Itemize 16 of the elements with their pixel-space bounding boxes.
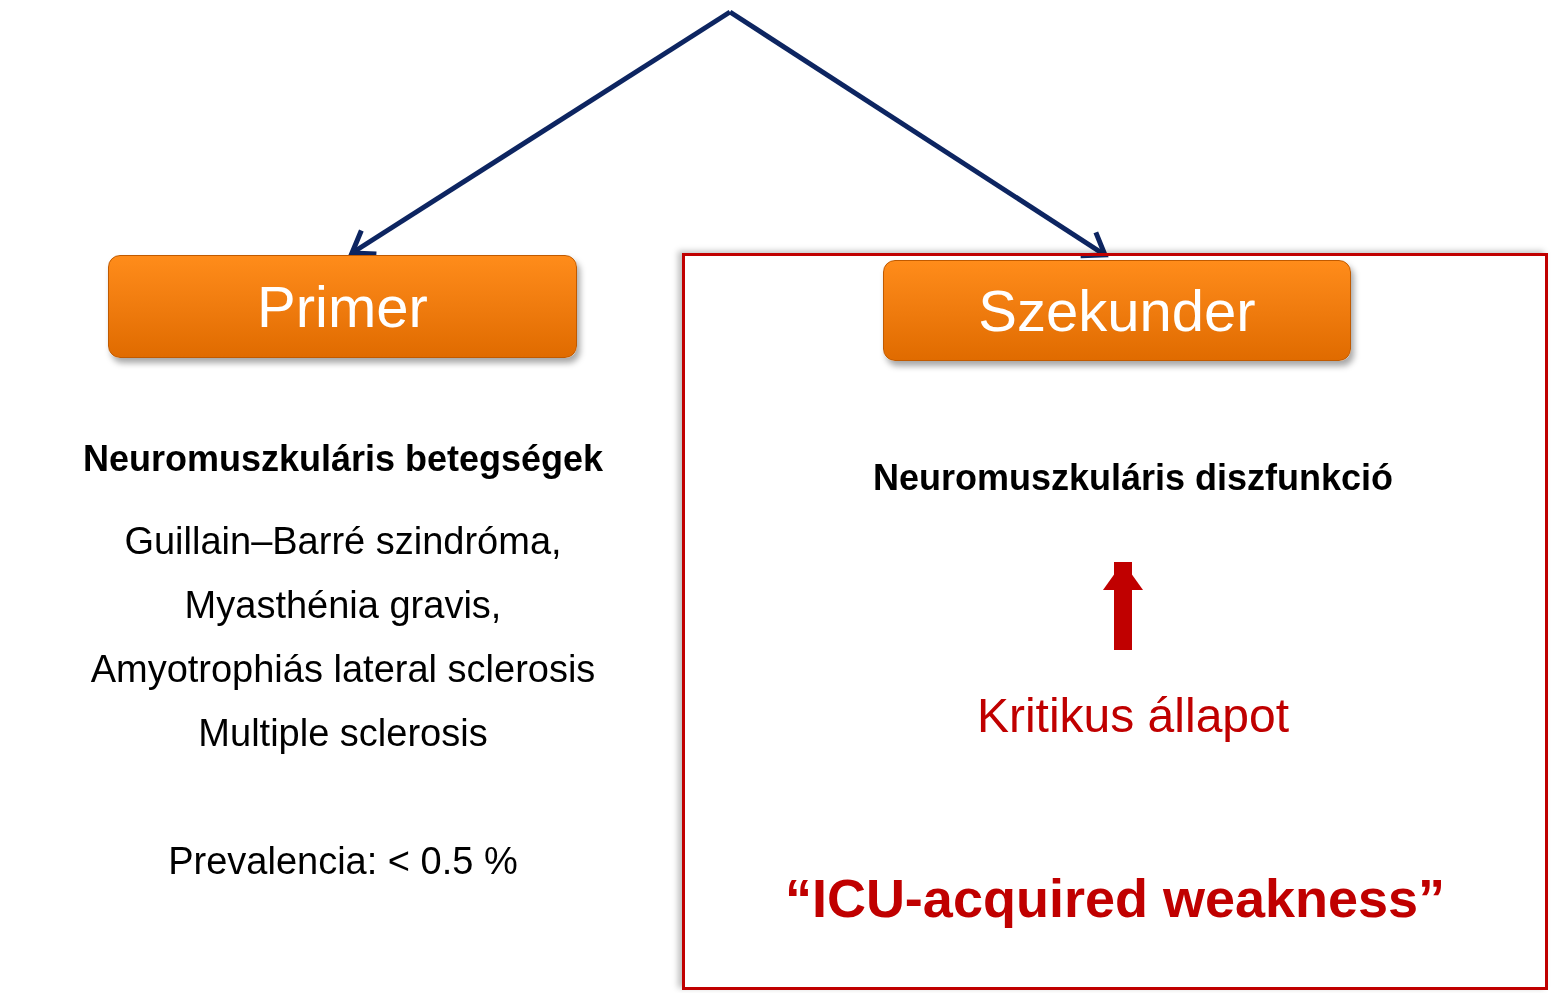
category-button-box [108, 255, 577, 358]
highlight-panel [682, 253, 1548, 990]
arrow [349, 9, 732, 257]
category-button-box [883, 260, 1351, 361]
body-text: Myasthénia gravis, [184, 583, 502, 628]
cause-label: Kritikus állapot [976, 688, 1290, 744]
body-text: Amyotrophiás lateral sclerosis [90, 647, 596, 692]
category-label: Primer [257, 277, 428, 336]
section-heading: Neuromuszkuláris betegségek [82, 437, 604, 481]
body-text: Prevalencia: < 0.5 % [168, 839, 518, 884]
arrow [728, 9, 1108, 259]
result-heading: Neuromuszkuláris diszfunkció [872, 456, 1394, 500]
arrow [1103, 562, 1143, 650]
body-text: Guillain–Barré szindróma, [124, 519, 562, 564]
body-text: Multiple sclerosis [198, 711, 488, 756]
category-label: Szekunder [978, 281, 1256, 340]
